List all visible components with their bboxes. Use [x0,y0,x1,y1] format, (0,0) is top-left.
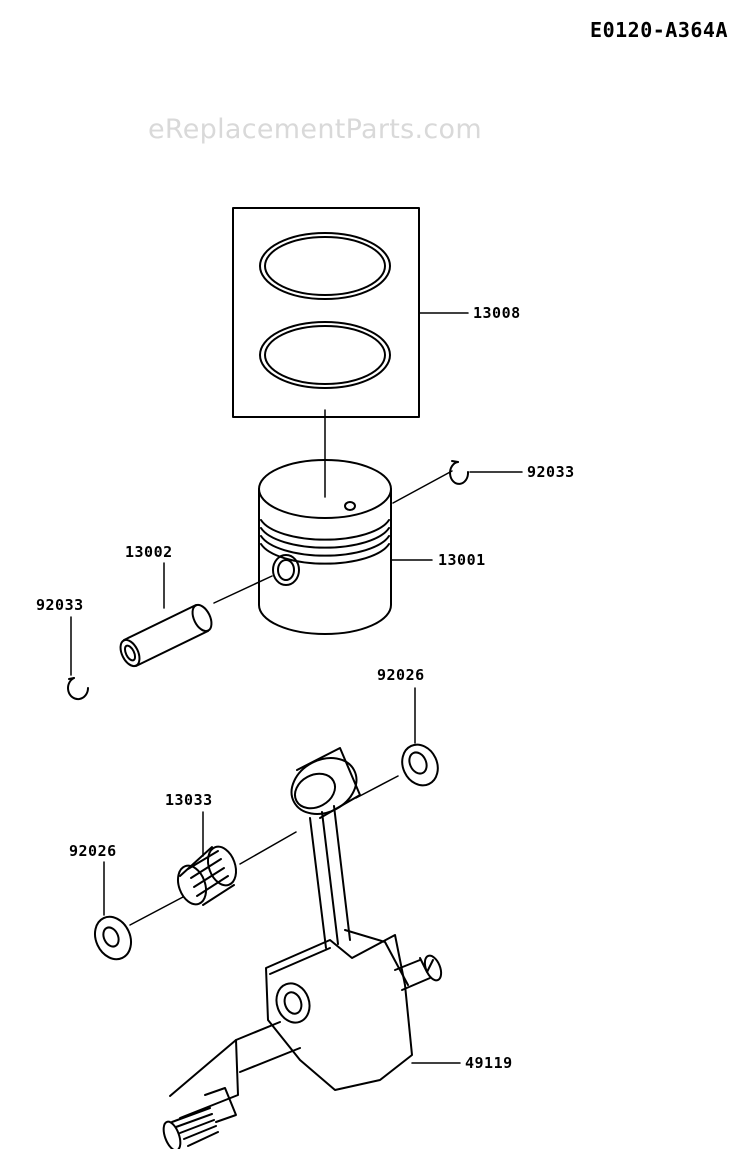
ring-set-box [232,207,420,418]
part-label-13002[interactable]: 13002 [125,543,173,561]
part-label-92033-left[interactable]: 92033 [36,596,84,614]
piston-ring-lower [259,321,391,389]
washer-left [94,915,132,961]
part-label-13001[interactable]: 13001 [438,551,486,569]
washer-right [401,743,439,787]
part-label-49119[interactable]: 49119 [465,1054,513,1072]
part-label-92026-right[interactable]: 92026 [377,666,425,684]
watermark: eReplacementParts.com [148,114,482,145]
part-label-92026-left[interactable]: 92026 [69,842,117,860]
part-label-92033-right[interactable]: 92033 [527,463,575,481]
crankshaft [162,747,443,1149]
diagram-code: E0120-A364A [590,18,728,42]
part-label-13033[interactable]: 13033 [165,791,213,809]
circlip-right [449,460,470,485]
circlip-left [67,677,90,701]
piston-pin [119,603,213,668]
needle-bearing [176,845,238,906]
part-label-13008[interactable]: 13008 [473,304,521,322]
piston-ring-upper [259,232,391,300]
piston [258,459,392,635]
